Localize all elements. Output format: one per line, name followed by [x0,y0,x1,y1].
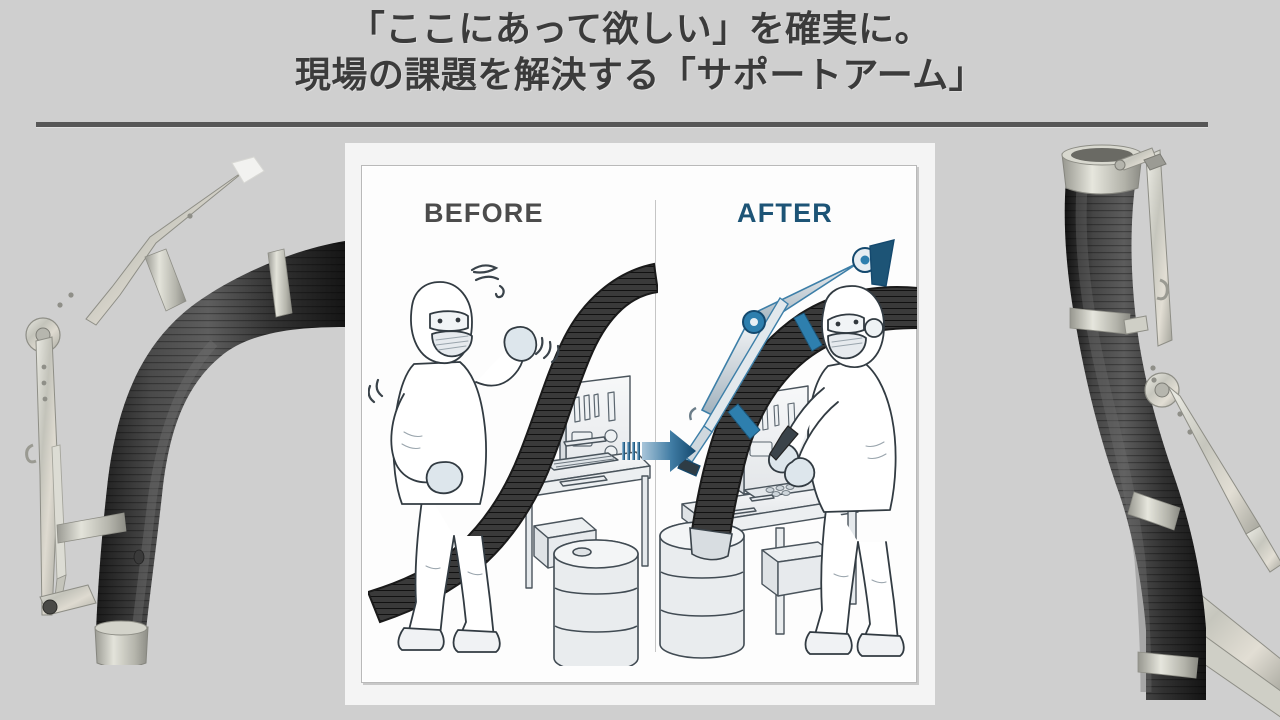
title-line-1: 「ここにあって欲しい」を確実に。 [348,8,932,49]
drum-before [553,539,639,666]
support-arm-after [677,239,895,477]
worker-after [768,285,905,657]
label-before: BEFORE [424,198,544,228]
duct-clamps-left [56,248,293,565]
transition-arrow [620,421,700,481]
before-after-panel: BEFORE AFTER [345,143,935,705]
label-after: AFTER [737,198,833,228]
page-title: 「ここにあって欲しい」を確実に。 現場の課題を解決する「サポートアーム」 [0,6,1280,98]
strain-marks-before [368,264,560,404]
support-arm-right [1114,147,1280,573]
duct-clamps-right [1069,307,1199,679]
duct-top-collar-right [1061,144,1143,195]
title-divider-rule [36,122,1208,127]
product-photo-left [0,145,345,665]
flexible-duct-left [96,241,345,632]
panel-vertical-divider [655,200,656,652]
product-photo-right [1020,140,1280,720]
before-after-inner-frame: BEFORE AFTER [361,165,919,685]
scene-after [658,236,918,666]
support-arm-left [25,156,265,616]
scene-before [368,236,658,666]
flexible-duct-right [1064,178,1206,700]
duct-end-collar-left [94,620,149,665]
worker-before [390,281,538,653]
title-line-2: 現場の課題を解決する「サポートアーム」 [294,54,986,95]
